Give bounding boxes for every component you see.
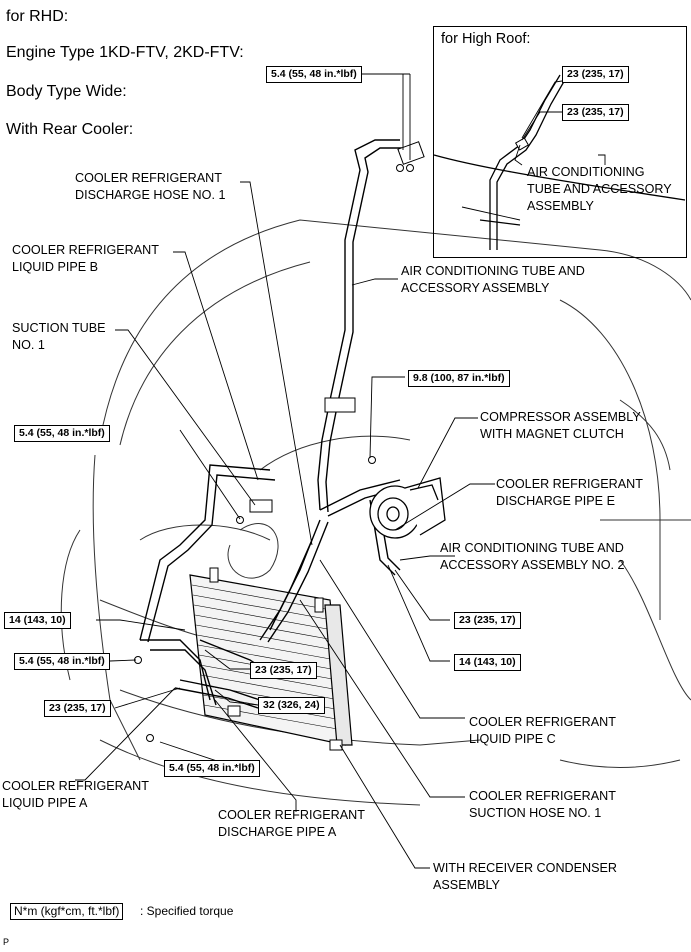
- label-discharge-hose-1: COOLER REFRIGERANT DISCHARGE HOSE NO. 1: [75, 170, 225, 204]
- corner-mark: P: [3, 937, 10, 947]
- label-line: COOLER REFRIGERANT: [218, 808, 365, 822]
- label-line: SUCTION TUBE: [12, 321, 106, 335]
- inset-torque-lower: 23 (235, 17): [562, 104, 629, 121]
- label-line: COOLER REFRIGERANT: [496, 477, 643, 491]
- header-line-rear-cooler: With Rear Cooler:: [6, 121, 134, 138]
- label-line: ACCESSORY ASSEMBLY: [401, 281, 550, 295]
- label-liquid-pipe-c: COOLER REFRIGERANT LIQUID PIPE C: [469, 714, 616, 748]
- label-line: LIQUID PIPE B: [12, 260, 99, 274]
- torque-callout: 5.4 (55, 48 in.*lbf): [266, 66, 362, 83]
- label-suction-hose-1: COOLER REFRIGERANT SUCTION HOSE NO. 1: [469, 788, 616, 822]
- label-suction-tube-1: SUCTION TUBE NO. 1: [12, 320, 106, 354]
- inset-ac-tube-label: AIR CONDITIONING TUBE AND ACCESSORY ASSE…: [527, 164, 672, 215]
- torque-callout: 32 (326, 24): [258, 697, 325, 714]
- label-line: DISCHARGE PIPE E: [496, 494, 615, 508]
- label-discharge-pipe-a: COOLER REFRIGERANT DISCHARGE PIPE A: [218, 807, 365, 841]
- label-line: ASSEMBLY: [433, 878, 500, 892]
- label-line: NO. 1: [12, 338, 45, 352]
- torque-callout: 5.4 (55, 48 in.*lbf): [14, 425, 110, 442]
- inset-title: for High Roof:: [441, 31, 531, 47]
- label-liquid-pipe-a: COOLER REFRIGERANT LIQUID PIPE A: [2, 778, 149, 812]
- torque-unit-legend: N*m (kgf*cm, ft.*lbf): [10, 903, 124, 920]
- label-liquid-pipe-b: COOLER REFRIGERANT LIQUID PIPE B: [12, 242, 159, 276]
- torque-callout: 23 (235, 17): [454, 612, 521, 629]
- label-line: WITH MAGNET CLUTCH: [480, 427, 624, 441]
- label-condenser: WITH RECEIVER CONDENSER ASSEMBLY: [433, 860, 617, 894]
- label-line: DISCHARGE HOSE NO. 1: [75, 188, 226, 202]
- label-line: LIQUID PIPE C: [469, 732, 556, 746]
- header-line-rhd: for RHD:: [6, 8, 69, 25]
- label-line: WITH RECEIVER CONDENSER: [433, 861, 618, 875]
- label-line: AIR CONDITIONING TUBE AND: [401, 264, 585, 278]
- inset-torque-upper: 23 (235, 17): [562, 66, 629, 83]
- label-line: COOLER REFRIGERANT: [12, 243, 159, 257]
- torque-callout: 9.8 (100, 87 in.*lbf): [408, 370, 510, 387]
- inset-label-line: AIR CONDITIONING: [527, 165, 645, 179]
- label-compressor: COMPRESSOR ASSEMBLY WITH MAGNET CLUTCH: [480, 409, 641, 443]
- label-discharge-pipe-e: COOLER REFRIGERANT DISCHARGE PIPE E: [496, 476, 643, 510]
- label-line: COOLER REFRIGERANT: [469, 715, 616, 729]
- torque-callout: 14 (143, 10): [454, 654, 521, 671]
- header-line-body: Body Type Wide:: [6, 83, 127, 100]
- torque-callout: 23 (235, 17): [250, 662, 317, 679]
- label-line: AIR CONDITIONING TUBE AND: [440, 541, 624, 555]
- torque-callout: 5.4 (55, 48 in.*lbf): [164, 760, 260, 777]
- label-line: DISCHARGE PIPE A: [218, 825, 337, 839]
- torque-callout: 14 (143, 10): [4, 612, 71, 629]
- label-line: COOLER REFRIGERANT: [2, 779, 149, 793]
- label-line: LIQUID PIPE A: [2, 796, 88, 810]
- label-line: COOLER REFRIGERANT: [75, 171, 222, 185]
- torque-callout: 23 (235, 17): [44, 700, 111, 717]
- label-line: SUCTION HOSE NO. 1: [469, 806, 602, 820]
- high-roof-inset: [433, 26, 687, 258]
- torque-callout: 5.4 (55, 48 in.*lbf): [14, 653, 110, 670]
- inset-label-line: TUBE AND ACCESSORY: [527, 182, 672, 196]
- legend-text: : Specified torque: [140, 904, 234, 918]
- label-ac-tube: AIR CONDITIONING TUBE AND ACCESSORY ASSE…: [401, 263, 585, 297]
- header-line-engine: Engine Type 1KD-FTV, 2KD-FTV:: [6, 44, 244, 61]
- inset-label-line: ASSEMBLY: [527, 199, 594, 213]
- label-line: COOLER REFRIGERANT: [469, 789, 616, 803]
- label-line: COMPRESSOR ASSEMBLY: [480, 410, 641, 424]
- label-ac-tube-2: AIR CONDITIONING TUBE AND ACCESSORY ASSE…: [440, 540, 625, 574]
- label-line: ACCESSORY ASSEMBLY NO. 2: [440, 558, 625, 572]
